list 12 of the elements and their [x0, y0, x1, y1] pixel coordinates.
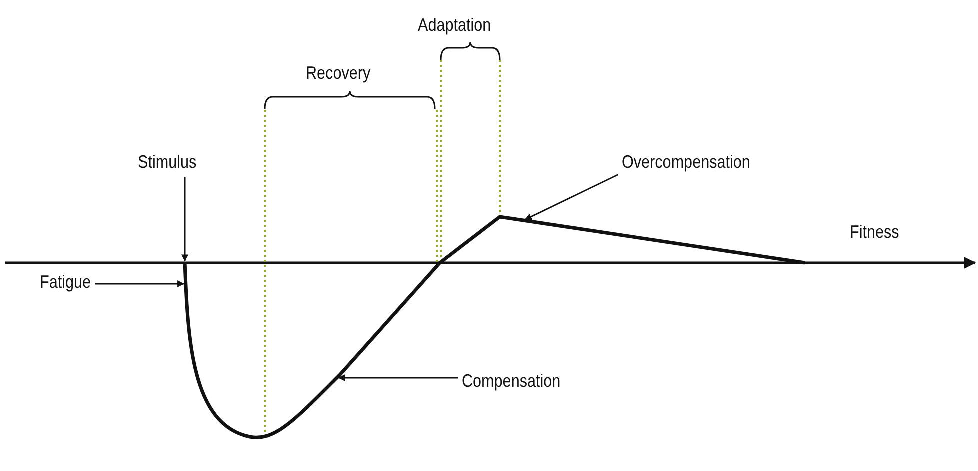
leader-line	[95, 280, 185, 288]
leader-line	[182, 177, 188, 262]
callout-label: Overcompensation	[622, 151, 750, 173]
leader-line	[338, 374, 458, 382]
leader-line	[524, 174, 619, 220]
callout-label: Stimulus	[138, 151, 197, 173]
axis-label: Fitness	[850, 221, 900, 243]
phase-label: Adaptation	[418, 14, 492, 36]
callout-label: Compensation	[462, 370, 561, 392]
phase-label: Recovery	[306, 62, 371, 84]
callout-label: Fatigue	[40, 271, 92, 293]
fitness-curve	[183, 215, 806, 440]
